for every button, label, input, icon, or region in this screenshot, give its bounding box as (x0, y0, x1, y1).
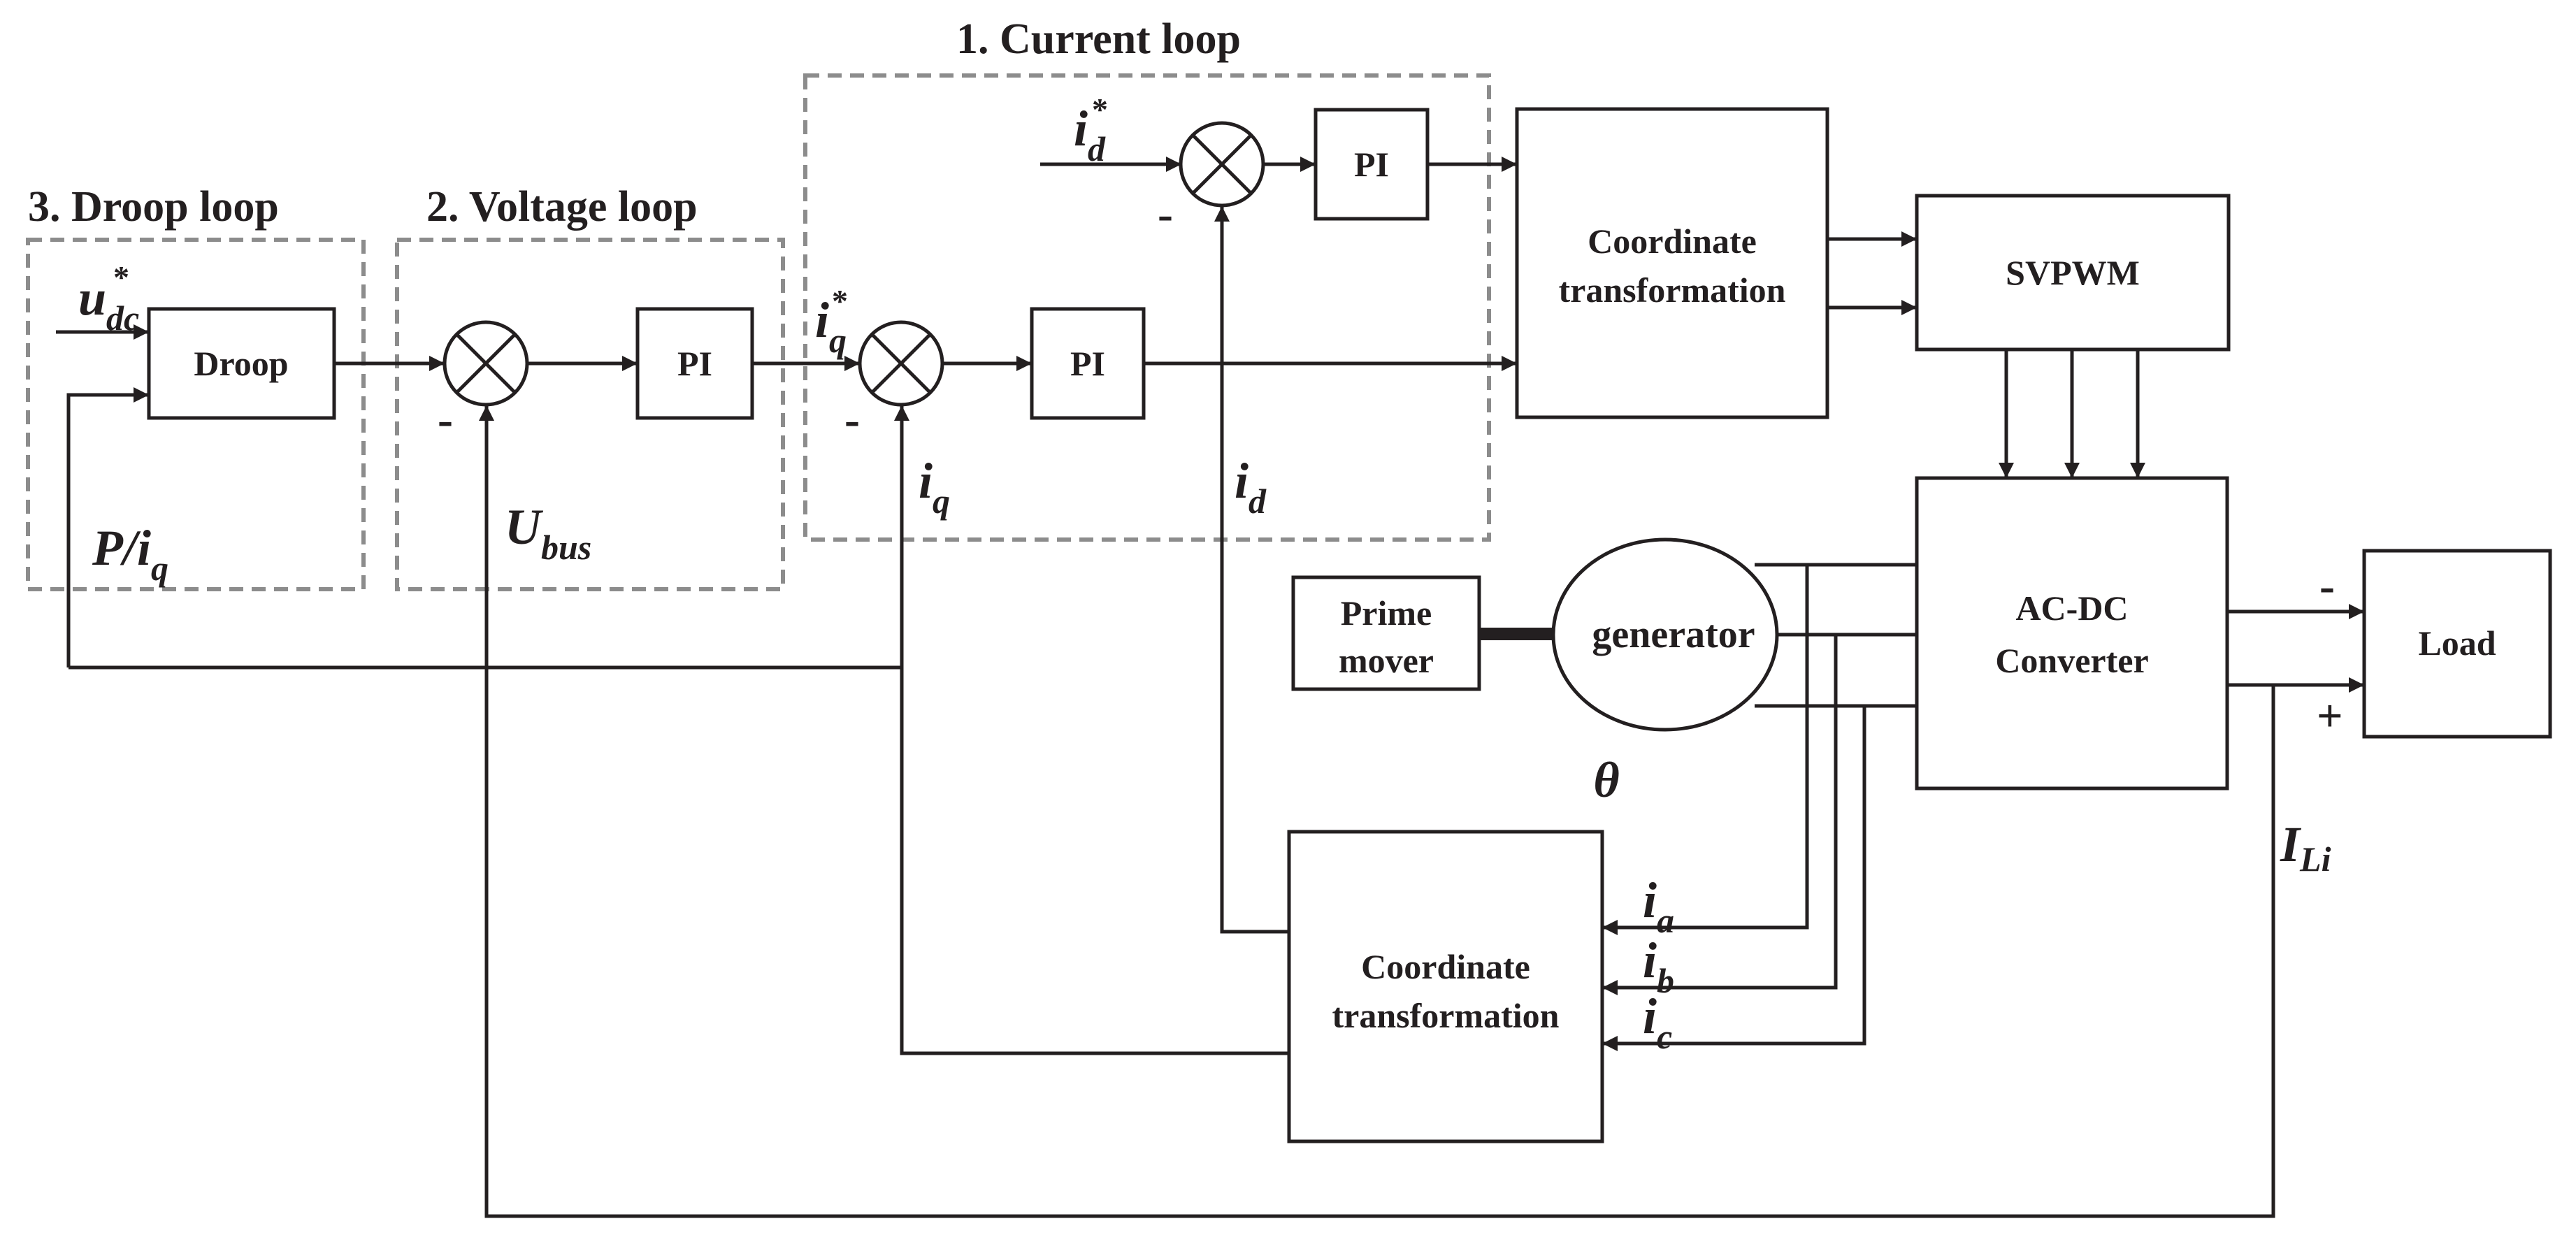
generator-label: generator (1592, 613, 1755, 656)
droop-loop-title: 3. Droop loop (28, 183, 279, 231)
load-minus-sign: - (2319, 561, 2335, 612)
pi-d-block (1314, 108, 1430, 221)
coordinate-transformation-bottom (1287, 830, 1604, 1143)
voltage-minus-sign: - (438, 394, 453, 445)
pi-q-label: PI (1070, 344, 1105, 383)
voltage-loop-title: 2. Voltage loop (426, 183, 698, 231)
svpwm-label: SVPWM (2006, 253, 2140, 292)
load-plus-sign: + (2317, 691, 2343, 742)
udc-star: * (113, 259, 129, 295)
current-loop-title: 1. Current loop (956, 15, 1241, 63)
sum-junction-id (1179, 121, 1265, 208)
pi-voltage-block (635, 307, 754, 420)
load-label: Load (2418, 623, 2496, 663)
ac-dc-converter-line1: AC-DC (2015, 589, 2128, 628)
id-reference-label: id (1074, 101, 1106, 168)
theta-label: θ (1593, 752, 1619, 808)
coordinate-transformation-top-line1: Coordinate (1588, 222, 1757, 261)
id-feedback-label: id (1235, 453, 1267, 521)
prime-mover-line1: Prime (1341, 593, 1432, 633)
generator-block (1551, 537, 1779, 732)
iq-minus-sign: - (844, 394, 860, 445)
signal-wires (56, 156, 2364, 1218)
sum-junction-voltage (442, 320, 529, 407)
ia-label: ia (1643, 872, 1674, 940)
pi-voltage-label: PI (677, 344, 712, 383)
id-star: * (1092, 92, 1108, 127)
svpwm-block (1915, 194, 2231, 352)
iq-reference-label: iq (815, 292, 847, 360)
coordinate-transformation-top (1515, 107, 1829, 419)
coordinate-transformation-top-line2: transformation (1559, 270, 1786, 310)
iq-star: * (832, 283, 848, 319)
prime-mover-block (1291, 575, 1481, 691)
coordinate-transformation-bottom-line1: Coordinate (1361, 947, 1530, 986)
pi-d-label: PI (1354, 145, 1389, 184)
iq-feedback-label: iq (919, 453, 950, 521)
ic-label: ic (1643, 988, 1672, 1056)
pi-q-block (1030, 307, 1146, 420)
id-minus-sign: - (1158, 189, 1173, 240)
ubus-label: Ubus (505, 499, 591, 567)
prime-mover-line2: mover (1339, 641, 1434, 680)
ib-label: ib (1643, 932, 1674, 1000)
load-block (2362, 549, 2552, 739)
droop-loop-group (26, 238, 366, 591)
droop-block (147, 307, 336, 420)
ac-dc-converter-line2: Converter (1995, 641, 2148, 680)
ili-label: ILi (2280, 816, 2331, 879)
current-loop-group (803, 73, 1491, 542)
p-iq-label: P/iq (92, 520, 168, 588)
coordinate-transformation-bottom-line2: transformation (1332, 996, 1560, 1035)
sum-junction-iq (858, 320, 944, 407)
udc-reference-label: udc (78, 270, 139, 338)
voltage-loop-group (395, 238, 785, 591)
droop-label: Droop (194, 344, 288, 383)
ac-dc-converter-block (1915, 476, 2229, 790)
